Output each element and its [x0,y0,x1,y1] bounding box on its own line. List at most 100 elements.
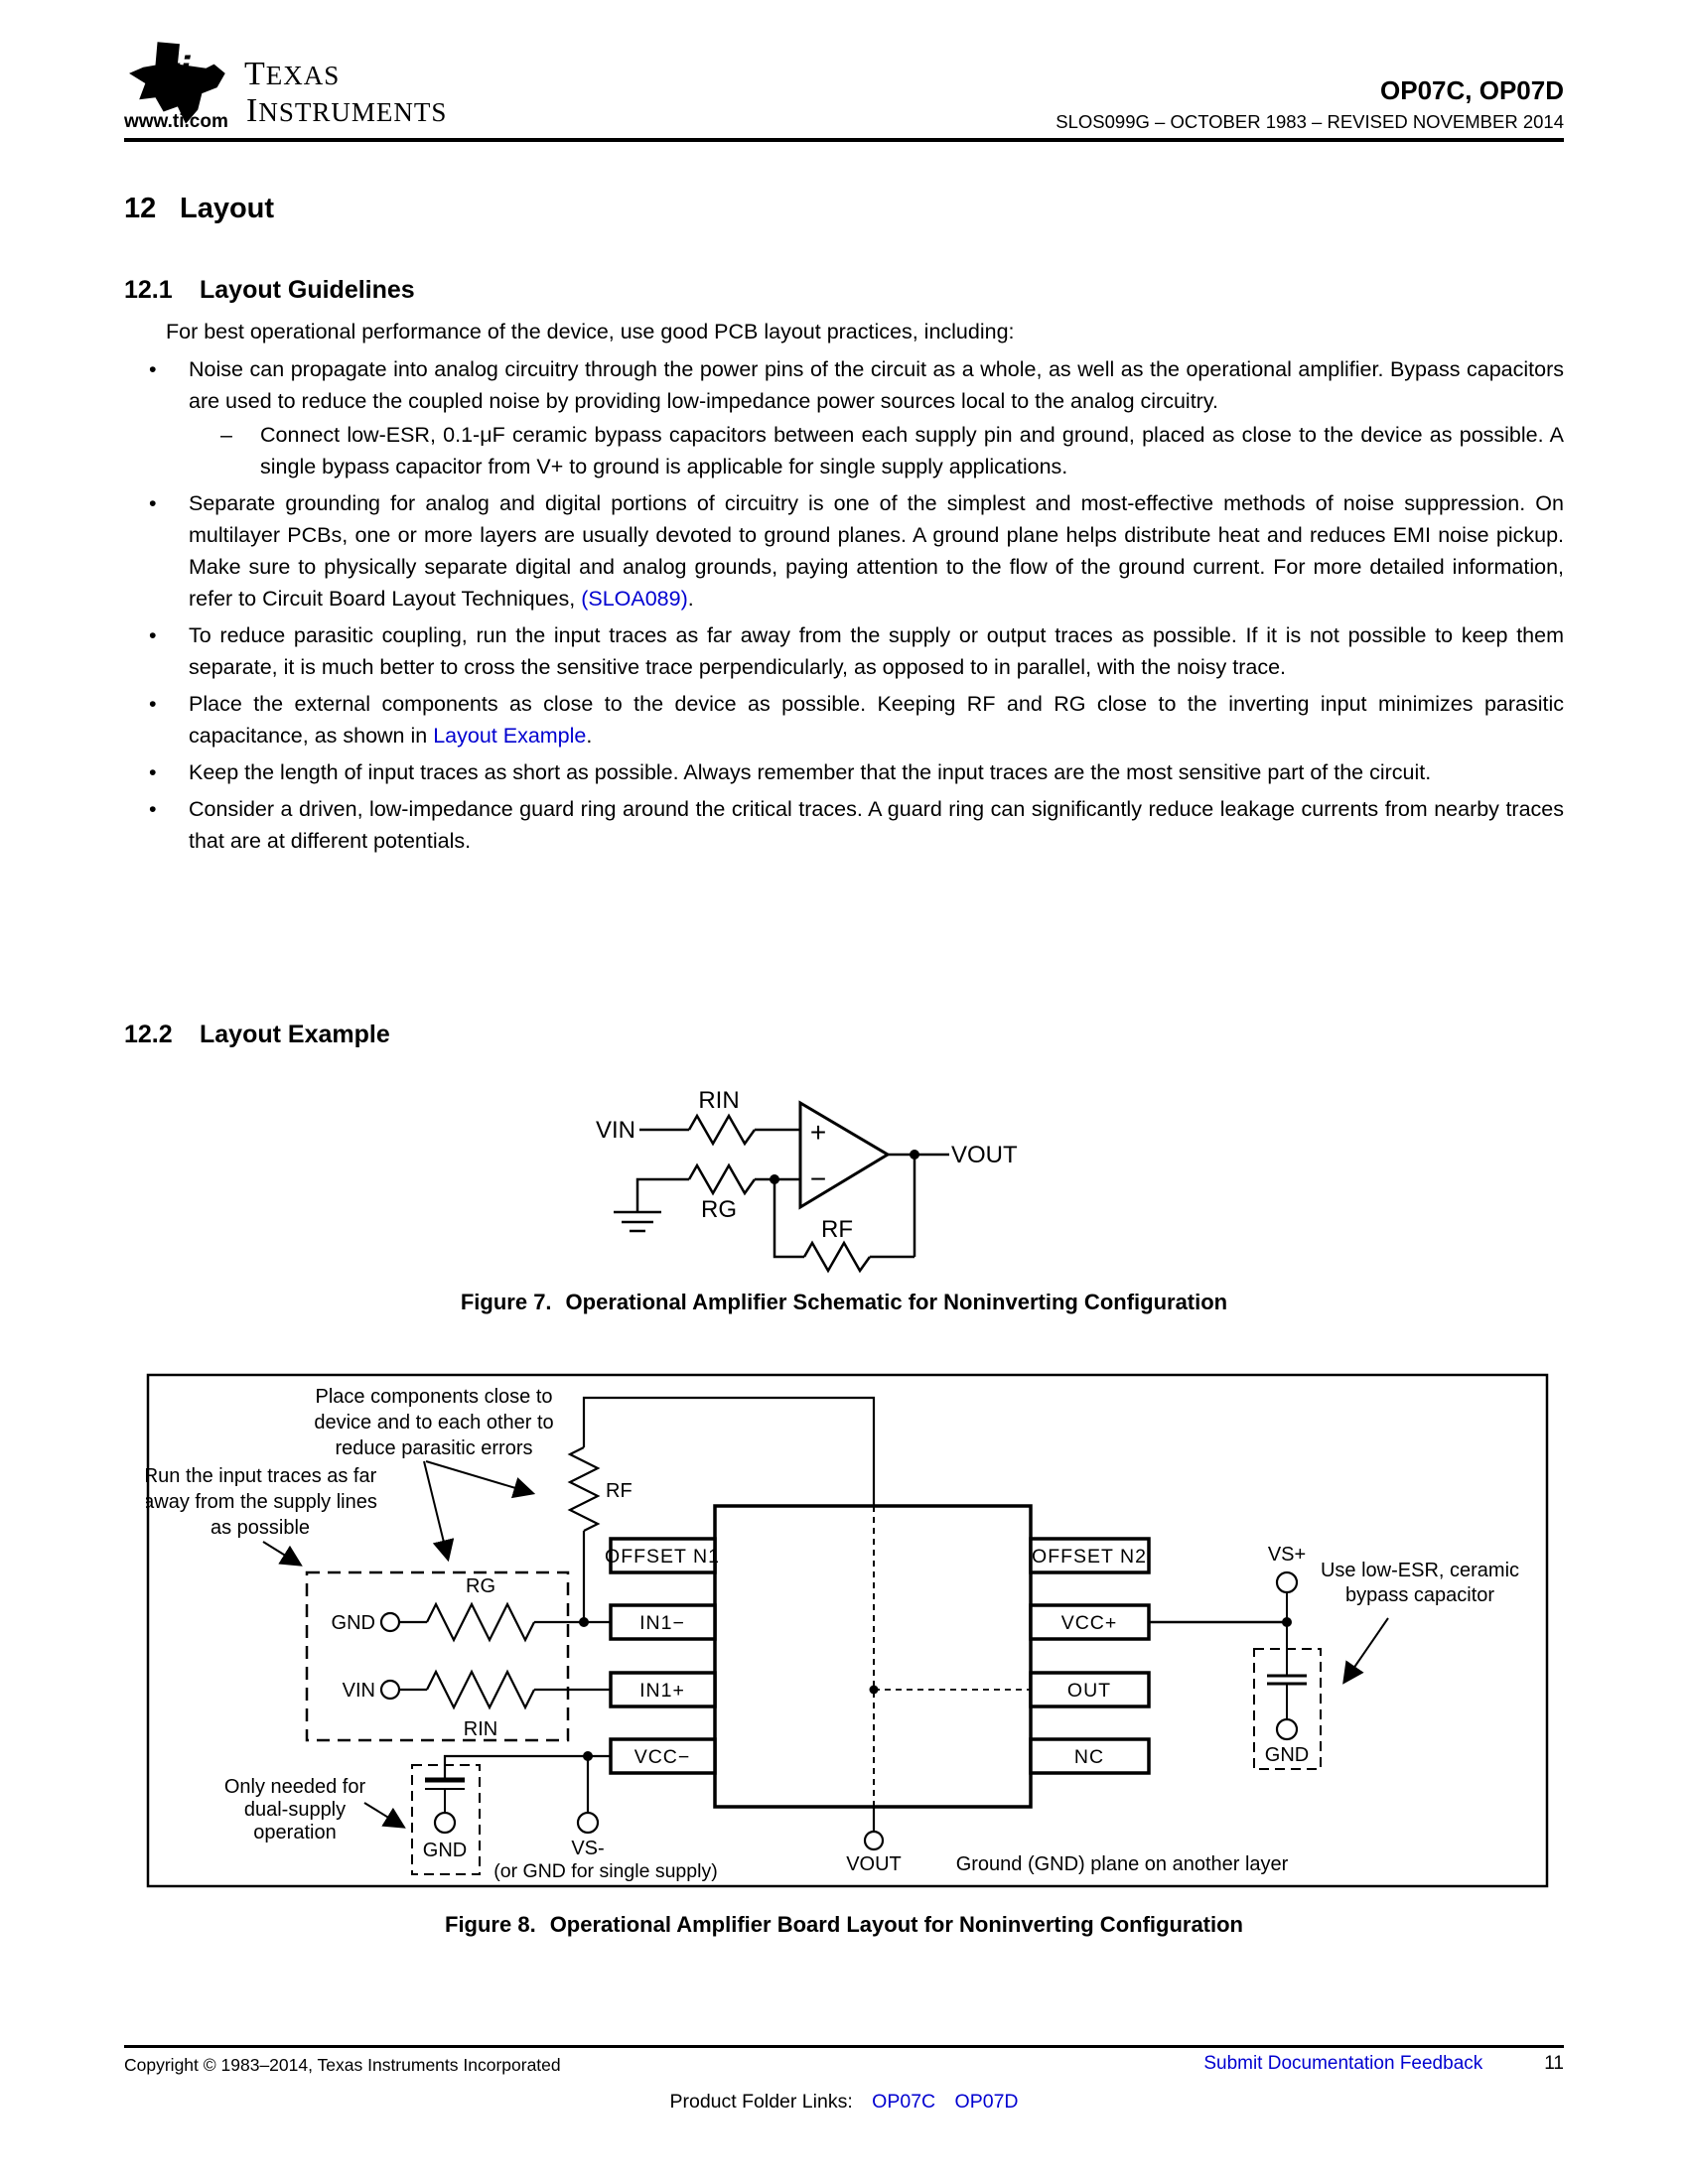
pin-box-in1-minus [609,1603,717,1641]
place-components-note: Place components close to device and to … [314,1386,553,1459]
svg-text:bypass capacitor: bypass capacitor [1345,1584,1494,1606]
minus-input-label: − [810,1163,826,1194]
pin-box-offset-n2 [1029,1537,1151,1574]
gnd-terminal [1275,1717,1299,1741]
svg-text:Run the input traces as far: Run the input traces as far [146,1465,377,1487]
section-number: 12 [124,193,157,224]
vout-label: VOUT [846,1853,902,1875]
svg-text:away from the supply lines: away from the supply lines [146,1491,377,1513]
section-number: 12.2 [124,1021,173,1048]
vs-plus-terminal [1275,1570,1299,1594]
input-components-dashed-box [305,1570,570,1742]
bullet-text-segment: Separate grounding for analog and digita… [189,491,1564,611]
vout-terminal [863,1830,885,1851]
vin-label: VIN [343,1680,375,1702]
bullet-marker: • [149,760,157,784]
bullet-text: Consider a driven, low-impedance guard r… [189,797,1564,853]
annotation-arrow [425,1460,536,1499]
ti-logo: ti TEXAS INSTRUMENTS [127,42,447,128]
part-numbers: OP07C, OP07D [1380,75,1564,105]
pin-box-vcc-plus [1029,1603,1151,1641]
annotation-arrow [423,1460,455,1563]
website-link[interactable]: www.ti.com [124,111,228,132]
wire [443,1754,611,1778]
bypass-cap-dashed-box [1253,1648,1322,1770]
annotation-arrow [363,1802,406,1829]
list-item: • Consider a driven, low-impedance guard… [124,793,1564,857]
pin-box-in1-plus [609,1671,717,1708]
figure-title: Operational Amplifier Schematic for Noni… [565,1290,1228,1314]
product-folder-links: Product Folder Links: OP07C OP07D [124,2091,1564,2114]
bullet-marker: • [149,491,157,515]
junction-dot [770,1174,779,1184]
pin-box-vcc-minus [609,1737,717,1775]
plus-input-label: + [810,1117,826,1148]
op07d-link[interactable]: OP07D [954,2091,1019,2113]
wire [635,1177,689,1212]
vin-terminal [379,1679,401,1701]
copyright-text: Copyright © 1983–2014, Texas Instruments… [124,2055,561,2075]
dual-supply-cap-dashed-box [411,1764,481,1875]
opamp-triangle [798,1100,891,1210]
junction-dot [910,1150,919,1160]
vs-minus-note: (or GND for single supply) [493,1860,717,1882]
run-input-traces-note: Run the input traces as far away from th… [146,1465,377,1539]
gnd-label: GND [423,1840,467,1861]
ic-package [713,1504,1033,1809]
vs-minus-label: VS- [571,1838,604,1859]
list-item: • Separate grounding for analog and digi… [124,487,1564,614]
list-item: • Place the external components as close… [124,688,1564,751]
bullet-marker: • [149,692,157,716]
rg-label: RG [701,1196,737,1223]
junction-dot [579,1617,589,1627]
figure-title: Operational Amplifier Board Layout for N… [549,1912,1243,1937]
vout-label: VOUT [951,1142,1018,1168]
bullet-text: Separate grounding for analog and digita… [189,487,1564,614]
bullet-text: To reduce parasitic coupling, run the in… [189,623,1564,679]
svg-text:Only needed for: Only needed for [224,1776,366,1798]
pin-label: IN1− [639,1612,685,1634]
wire [870,1155,916,1259]
pin-label: OFFSET N2 [1032,1546,1147,1568]
gnd-terminal [433,1811,457,1835]
vs-plus-label: VS+ [1268,1544,1306,1566]
ti-lettermark: ti [165,48,192,93]
resistor-rg [426,1601,535,1643]
section-title: Layout Guidelines [200,276,415,304]
vin-label: VIN [596,1117,635,1144]
pin-label: OFFSET N1 [605,1546,720,1568]
pin-label: OUT [1067,1680,1111,1702]
intro-paragraph: For best operational performance of the … [166,320,1015,343]
bullet-text: Keep the length of input traces as short… [189,760,1432,784]
figure-number: Figure 8. [445,1912,536,1937]
wire [582,1396,876,1506]
bullet-text-segment: . [687,587,694,611]
pin-label: VCC− [634,1746,691,1768]
figure-number: Figure 7. [460,1290,552,1314]
header-divider [124,138,1564,142]
section-number: 12.1 [124,276,173,304]
layout-example-link[interactable]: Layout Example [433,724,587,748]
submit-feedback-link[interactable]: Submit Documentation Feedback [1203,2053,1483,2074]
gnd-terminal [379,1611,401,1633]
ground-symbol-icon [614,1210,661,1233]
gnd-label: GND [332,1612,375,1634]
list-item: • Keep the length of input traces as sho… [124,756,1564,788]
svg-text:reduce parasitic errors: reduce parasitic errors [336,1437,533,1459]
annotation-arrow [262,1541,303,1567]
figure8-board-layout: OFFSET N1 IN1− IN1+ VCC− OFFSET N2 VCC+ … [146,1373,1549,1888]
figure8-caption: Figure 8. Operational Amplifier Board Lay… [124,1912,1564,1938]
footer-right: Submit Documentation Feedback 11 [1203,2053,1564,2075]
sloa089-link[interactable]: (SLOA089) [581,587,688,611]
gnd-label: GND [1265,1744,1309,1766]
svg-text:dual-supply: dual-supply [244,1799,346,1821]
sub-list-item: – Connect low-ESR, 0.1-μF ceramic bypass… [189,419,1564,482]
dash-marker: – [220,423,232,447]
bypass-capacitor-note: Use low-ESR, ceramic bypass capacitor [1321,1560,1519,1606]
op07c-link[interactable]: OP07C [872,2091,936,2113]
pin-box-offset-n1 [609,1537,717,1574]
layout-guidelines-list: • Noise can propagate into analog circui… [124,353,1564,862]
rf-label: RF [821,1216,853,1243]
